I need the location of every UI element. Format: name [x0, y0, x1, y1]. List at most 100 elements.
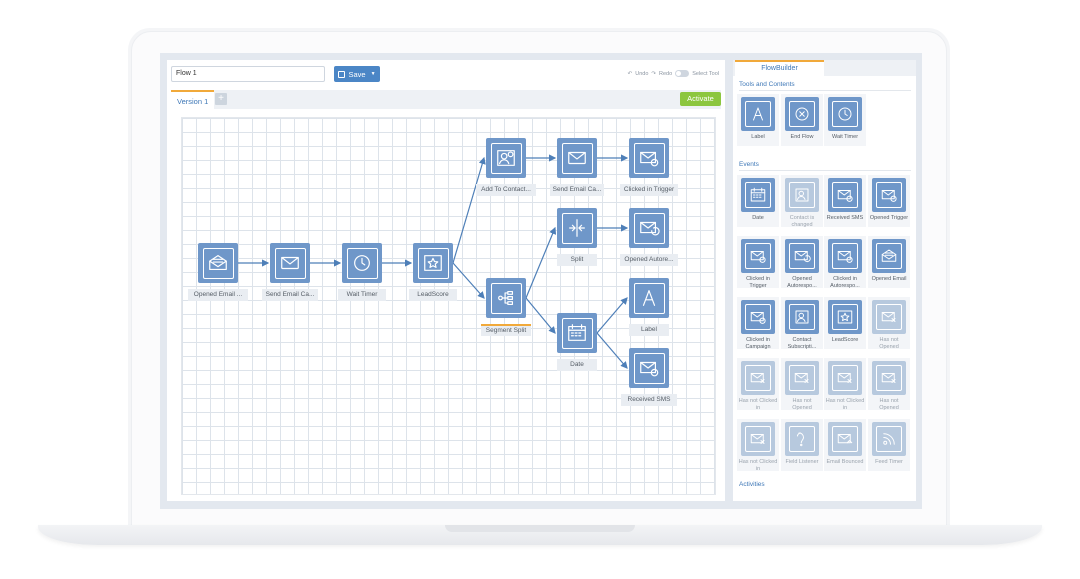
- panel-tool-box: [872, 422, 906, 456]
- panel-tool-box: [785, 239, 819, 273]
- flow-node-label: Date: [557, 359, 597, 371]
- panel-tool-label: Contact Subscripti...: [787, 337, 817, 350]
- envelope-icon: [561, 142, 593, 174]
- panel-tool-label: Opened Autorespo...: [787, 276, 817, 289]
- panel-tool-label: Opened Email: [871, 276, 907, 282]
- flow-node[interactable]: [557, 313, 597, 353]
- panel-tool-box: [828, 422, 862, 456]
- flow-node[interactable]: [629, 208, 669, 248]
- undo-button[interactable]: Undo: [635, 70, 649, 77]
- flow-node-label: Received SMS: [621, 394, 677, 406]
- panel-tool-item[interactable]: Field Listener: [782, 422, 822, 473]
- flow-connector: [525, 226, 557, 299]
- panel-tool-label: Clicked in Campaign: [745, 337, 771, 350]
- tab-version-1[interactable]: Version 1: [171, 90, 215, 109]
- flow-node[interactable]: [198, 243, 238, 283]
- panel-tool-item[interactable]: End Flow: [782, 97, 822, 148]
- star-icon: [832, 304, 858, 330]
- flow-node[interactable]: [629, 278, 669, 318]
- star-icon: [417, 247, 449, 279]
- flow-node-label: Split: [557, 254, 597, 266]
- bounce-icon: [832, 426, 858, 452]
- panel-tool-item[interactable]: Has not Opened: [869, 300, 909, 351]
- flow-node[interactable]: [413, 243, 453, 283]
- envelope-x-icon: [745, 365, 771, 391]
- flow-node[interactable]: [342, 243, 382, 283]
- panel-tool-item[interactable]: Received SMS: [825, 178, 865, 229]
- panel-tool-item[interactable]: Opened Email: [869, 239, 909, 290]
- panel-tool-item[interactable]: Opened Autorespo...: [782, 239, 822, 290]
- flow-name-input[interactable]: Flow 1: [171, 66, 325, 82]
- panel-tool-item[interactable]: LeadScore: [825, 300, 865, 351]
- panel-tool-box: [741, 97, 775, 131]
- flow-connector: [596, 297, 628, 334]
- click-icon: [633, 142, 665, 174]
- panel-tool-label: Field Listener: [785, 459, 819, 465]
- clock-icon: [832, 101, 858, 127]
- panel-tool-item[interactable]: Wait Timer: [825, 97, 865, 148]
- redo-button[interactable]: Redo: [659, 70, 673, 77]
- autoresponder-icon: [633, 212, 665, 244]
- clock-icon: [346, 247, 378, 279]
- panel-tool-label: Opened Trigger: [869, 215, 909, 221]
- version-tabbar: Version 1 + Activate: [171, 90, 721, 109]
- feed-icon: [876, 426, 902, 452]
- panel-tool-item[interactable]: Contact Subscripti...: [782, 300, 822, 351]
- panel-tool-item[interactable]: Clicked in Trigger: [738, 239, 778, 290]
- flow-node[interactable]: [486, 138, 526, 178]
- panel-tool-item[interactable]: Clicked in Campaign: [738, 300, 778, 351]
- opened-email-icon: [876, 243, 902, 269]
- end-flow-icon: [789, 101, 815, 127]
- flow-node[interactable]: [557, 138, 597, 178]
- flow-node-label: Segment Split: [481, 324, 531, 336]
- add-version-button[interactable]: +: [215, 93, 227, 105]
- undo-icon[interactable]: ↶: [627, 70, 633, 77]
- click-icon: [745, 243, 771, 269]
- panel-tool-item[interactable]: Has not Opened: [782, 361, 822, 412]
- panel-tool-item[interactable]: Feed Timer: [869, 422, 909, 473]
- panel-tool-item[interactable]: Opened Trigger: [869, 178, 909, 229]
- flow-node[interactable]: [486, 278, 526, 318]
- panel-tool-box: [872, 239, 906, 273]
- panel-tool-item[interactable]: Contact is changed: [782, 178, 822, 229]
- flow-canvas[interactable]: Opened Email ...Send Email Ca...Wait Tim…: [181, 117, 716, 495]
- panel-tool-item[interactable]: Has not Clicked in: [738, 361, 778, 412]
- panel-tool-item[interactable]: Email Bounced: [825, 422, 865, 473]
- flow-node[interactable]: [629, 138, 669, 178]
- redo-icon[interactable]: ↷: [651, 70, 657, 77]
- panel-tool-box: [828, 239, 862, 273]
- panel-tool-item[interactable]: Clicked in Autorespo...: [825, 239, 865, 290]
- panel-tool-label: Has not Opened: [792, 398, 812, 411]
- activate-button[interactable]: Activate: [680, 92, 721, 106]
- save-button[interactable]: Save ▼: [334, 66, 380, 82]
- sms-icon: [633, 352, 665, 384]
- calendar-icon: [745, 182, 771, 208]
- select-tool-toggle[interactable]: [675, 70, 690, 77]
- select-tool-label: Select Tool: [692, 70, 719, 77]
- click-icon: [745, 304, 771, 330]
- panel-tool-item[interactable]: Has not Opened: [869, 361, 909, 412]
- panel-tool-label: Wait Timer: [831, 134, 859, 140]
- flow-node[interactable]: [629, 348, 669, 388]
- activities-section-title: Activities: [739, 481, 765, 488]
- panel-tool-item[interactable]: Has not Clicked in: [738, 422, 778, 473]
- envelope-x-icon: [876, 365, 902, 391]
- tab-flowbuilder[interactable]: FlowBuilder: [735, 60, 824, 76]
- panel-tool-item[interactable]: Label: [738, 97, 778, 148]
- flow-node[interactable]: [557, 208, 597, 248]
- click-icon: [832, 243, 858, 269]
- flow-connector: [596, 332, 628, 369]
- panel-tool-box: [828, 361, 862, 395]
- panel-tool-item[interactable]: Has not Clicked in: [825, 361, 865, 412]
- label-icon: [633, 282, 665, 314]
- panel-tool-item[interactable]: Date: [738, 178, 778, 229]
- chevron-down-icon: ▼: [370, 71, 376, 77]
- flow-connector: [525, 297, 556, 334]
- flow-node[interactable]: [270, 243, 310, 283]
- panel-tool-label: Label: [751, 134, 765, 140]
- flow-connector: [452, 262, 485, 299]
- flow-connector: [452, 156, 486, 264]
- panel-tool-box: [828, 178, 862, 212]
- panel-tool-label: Has not Clicked in: [825, 398, 865, 411]
